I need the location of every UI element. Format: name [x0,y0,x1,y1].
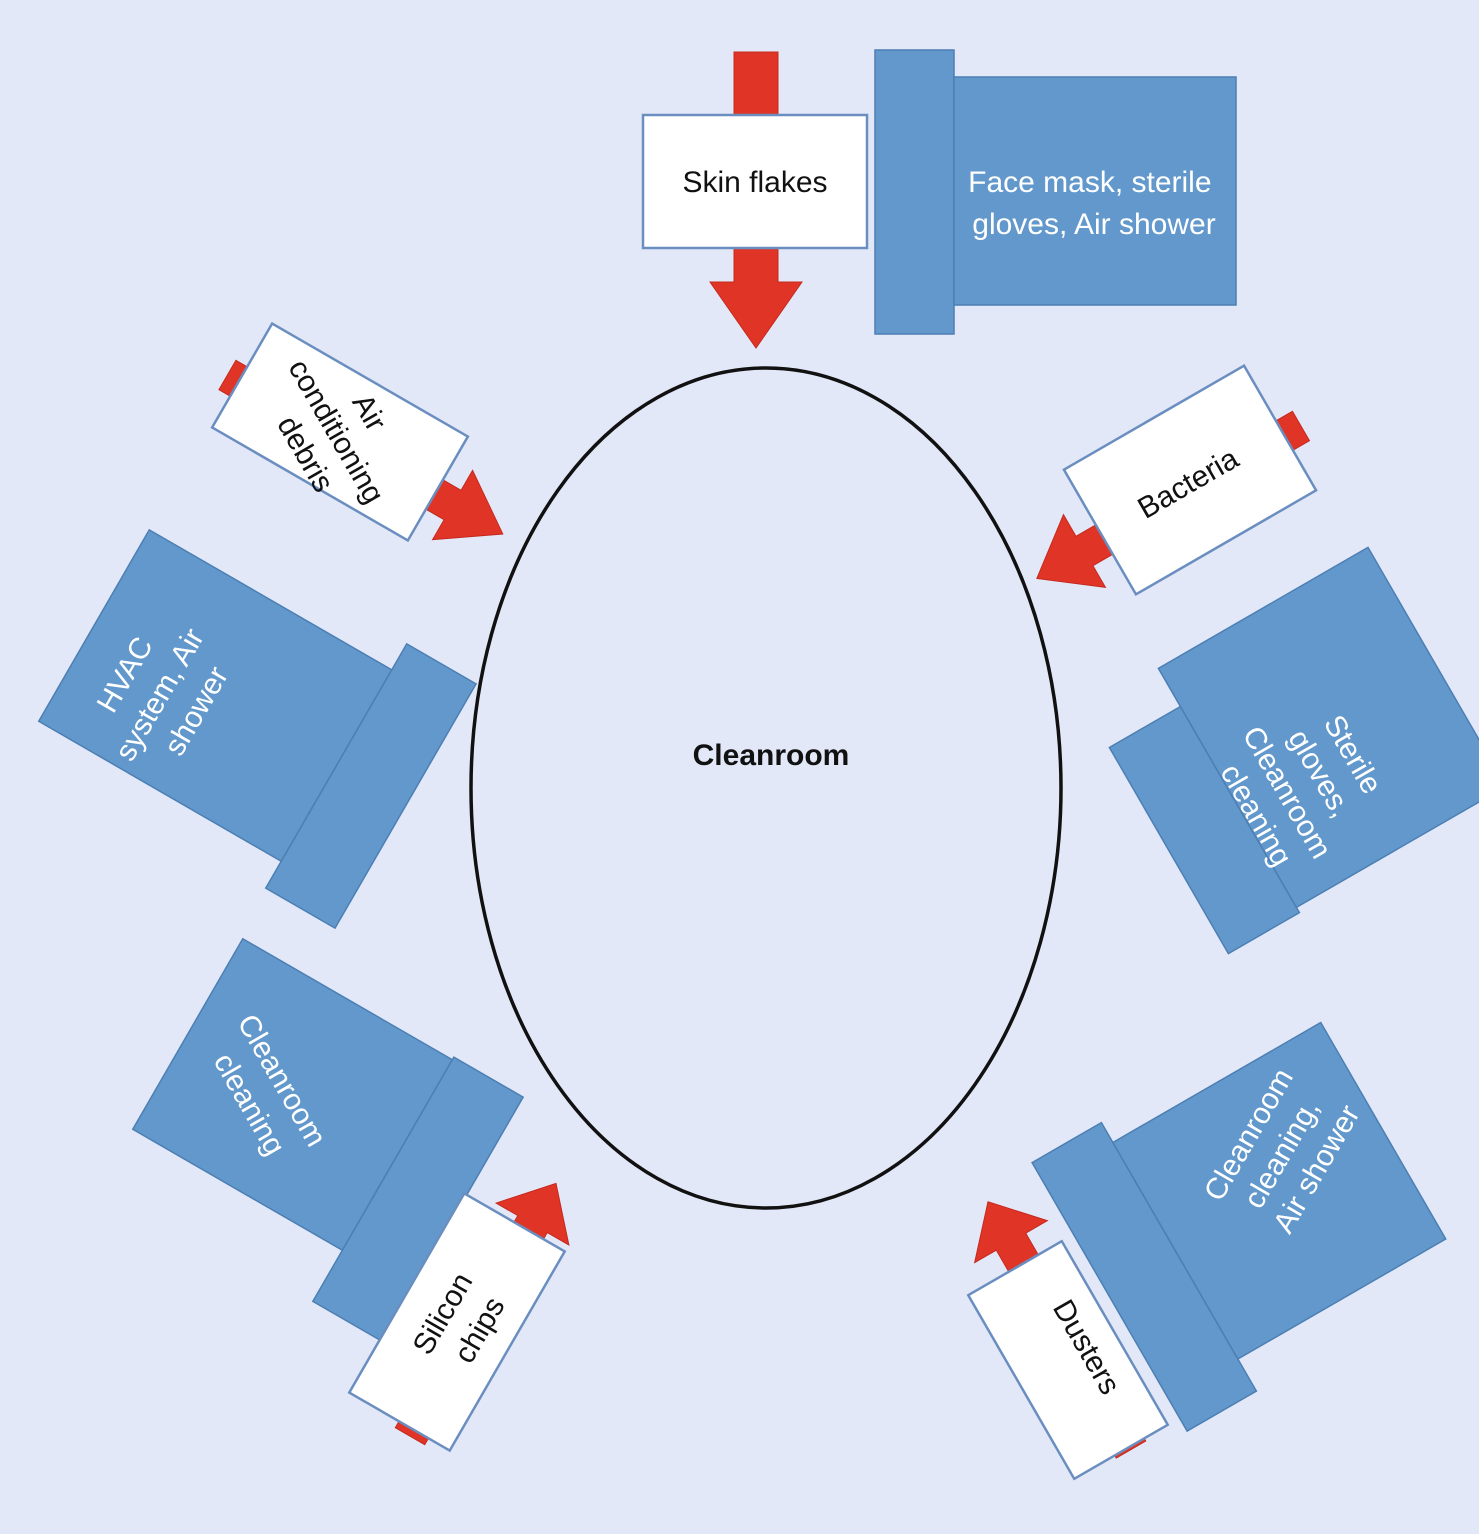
contaminant-box-skin-flakes: Skin flakes [641,113,869,250]
cleanroom-label: Cleanroom [693,739,850,772]
group-upper-left: HVAC system, Air shower Air conditioning… [37,321,504,930]
control-shape-cleanroom-air-shower: Cleanroom cleaning, Air shower [1031,1021,1447,1433]
contaminant-label-skin-flakes: Skin flakes [682,166,827,199]
contaminant-box-silicon-chips [347,1191,567,1453]
group-upper-right: Sterile gloves, Cleanroom cleaning Bacte… [1036,363,1479,955]
control-shape-cleanroom-cleaning-left: Cleanroom cleaning [131,937,525,1343]
control-label-face-mask: Face mask, sterile gloves, Air shower [968,166,1220,241]
contaminant-box-bacteria [1062,363,1318,597]
group-lower-left: Cleanroom cleaning Silicon chips [131,937,570,1453]
cleanroom-ellipse: Cleanroom [469,366,1063,1210]
group-top: Face mask, sterile gloves, Air shower Sk… [641,49,1237,349]
control-shape-sterile-gloves: Sterile gloves, Cleanroom cleaning [1108,546,1479,955]
contaminant-box-air-conditioning [210,321,470,543]
control-shape-hvac: HVAC system, Air shower [37,528,478,930]
group-lower-right: Cleanroom cleaning, Air shower Dusters [966,1021,1447,1481]
contaminant-box-dusters [966,1239,1170,1481]
control-shape-face-mask: Face mask, sterile gloves, Air shower [874,49,1237,335]
